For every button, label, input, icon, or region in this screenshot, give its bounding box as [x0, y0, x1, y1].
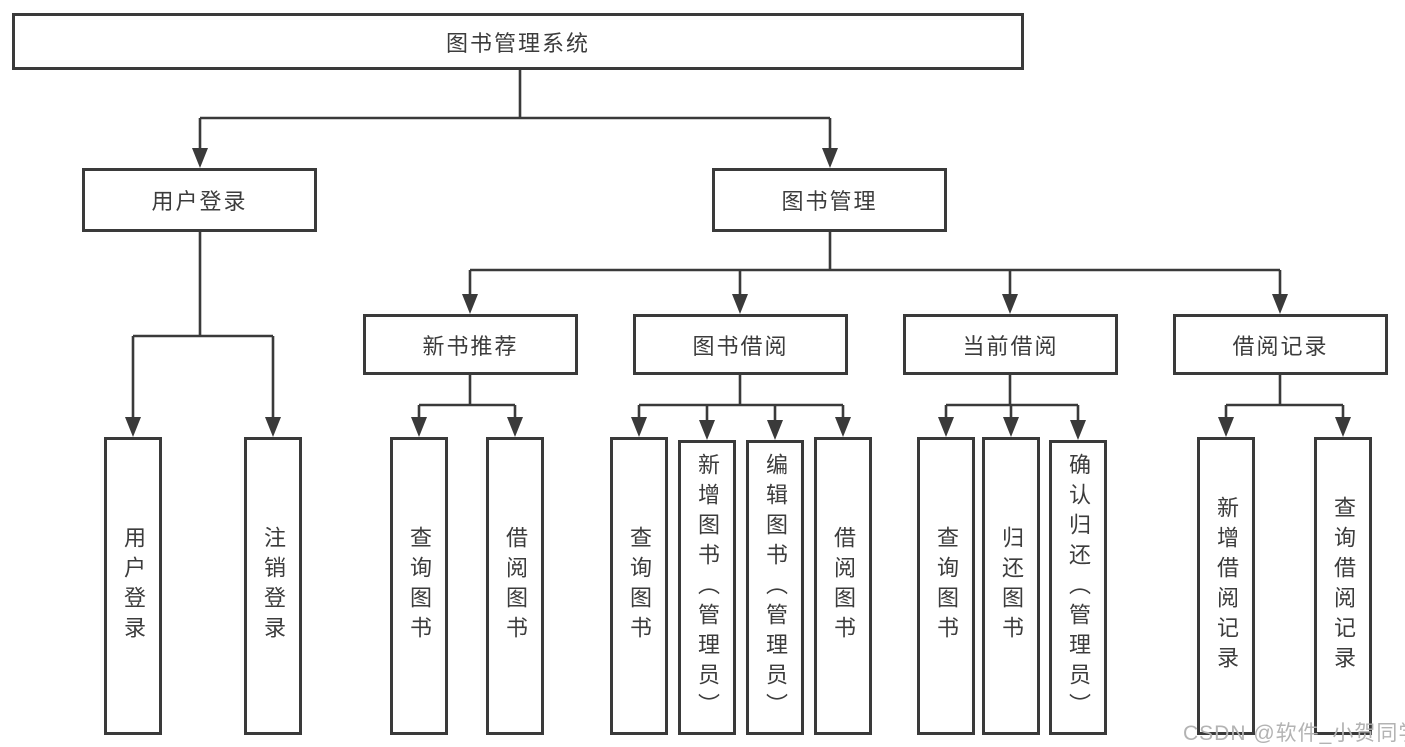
node-new-books-label: 新书推荐 — [422, 333, 519, 359]
arrow-down-icon — [1002, 294, 1018, 314]
leaf-borrow-book: 借阅图书 — [814, 437, 872, 735]
arrow-down-icon — [699, 420, 715, 440]
connector-new-books-children — [411, 375, 523, 437]
node-user-login-label: 用户登录 — [151, 189, 248, 214]
arrow-down-icon — [192, 148, 208, 168]
arrow-down-icon — [462, 294, 478, 314]
connector-user-login-children — [125, 232, 281, 437]
watermark: CSDN @软件_小贺同学 — [1183, 722, 1405, 745]
leaf-new-books-query-label: 查询图书 — [407, 526, 432, 646]
leaf-current-query-label: 查询图书 — [934, 526, 959, 646]
leaf-borrow-edit-book-label: 编辑图书（管理员） — [763, 452, 788, 723]
node-new-books: 新书推荐 — [363, 314, 578, 375]
node-book-mgmt: 图书管理 — [712, 168, 947, 232]
node-borrow-records: 借阅记录 — [1173, 314, 1388, 375]
leaf-borrow-query-label: 查询图书 — [627, 526, 652, 646]
arrow-down-icon — [822, 148, 838, 168]
arrow-down-icon — [265, 417, 281, 437]
node-book-mgmt-label: 图书管理 — [781, 189, 878, 214]
connector-current-borrow-children — [938, 375, 1086, 440]
node-current-borrow: 当前借阅 — [903, 314, 1118, 375]
leaf-confirm-return-label: 确认归还（管理员） — [1066, 452, 1091, 723]
arrow-down-icon — [938, 417, 954, 437]
arrow-down-icon — [1272, 294, 1288, 314]
arrow-down-icon — [411, 417, 427, 437]
arrow-down-icon — [507, 417, 523, 437]
arrow-down-icon — [1335, 417, 1351, 437]
connector-book-mgmt-children — [462, 232, 1288, 314]
arrow-down-icon — [1070, 420, 1086, 440]
leaf-user-login: 用户登录 — [104, 437, 162, 735]
node-user-login: 用户登录 — [82, 168, 317, 232]
connector-book-borrow-children — [631, 375, 851, 440]
leaf-borrow-edit-book: 编辑图书（管理员） — [746, 440, 804, 735]
leaf-new-books-borrow-label: 借阅图书 — [503, 526, 528, 646]
leaf-borrow-add-book: 新增图书（管理员） — [678, 440, 736, 735]
leaf-query-record-label: 查询借阅记录 — [1331, 496, 1356, 676]
node-borrow-records-label: 借阅记录 — [1232, 333, 1329, 359]
node-root: 图书管理系统 — [12, 13, 1024, 70]
leaf-return-book-label: 归还图书 — [999, 526, 1024, 646]
arrow-down-icon — [631, 417, 647, 437]
leaf-add-record: 新增借阅记录 — [1197, 437, 1255, 735]
leaf-borrow-query: 查询图书 — [610, 437, 668, 735]
leaf-logout: 注销登录 — [244, 437, 302, 735]
arrow-down-icon — [1003, 417, 1019, 437]
leaf-logout-label: 注销登录 — [261, 526, 286, 646]
node-root-label: 图书管理系统 — [445, 30, 590, 56]
node-book-borrow: 图书借阅 — [633, 314, 848, 375]
leaf-new-books-query: 查询图书 — [390, 437, 448, 735]
leaf-borrow-add-book-label: 新增图书（管理员） — [695, 452, 720, 723]
node-current-borrow-label: 当前借阅 — [962, 333, 1059, 359]
leaf-user-login-label: 用户登录 — [121, 526, 146, 646]
arrow-down-icon — [125, 417, 141, 437]
arrow-down-icon — [835, 417, 851, 437]
arrow-down-icon — [1218, 417, 1234, 437]
leaf-current-query: 查询图书 — [917, 437, 975, 735]
arrow-down-icon — [767, 420, 783, 440]
leaf-new-books-borrow: 借阅图书 — [486, 437, 544, 735]
connector-borrow-records-children — [1218, 375, 1351, 437]
leaf-query-record: 查询借阅记录 — [1314, 437, 1372, 735]
leaf-confirm-return: 确认归还（管理员） — [1049, 440, 1107, 735]
arrow-down-icon — [732, 294, 748, 314]
node-book-borrow-label: 图书借阅 — [692, 333, 789, 359]
leaf-borrow-book-label: 借阅图书 — [831, 526, 856, 646]
leaf-add-record-label: 新增借阅记录 — [1214, 496, 1239, 676]
connector-root-to-level1 — [192, 70, 838, 168]
leaf-return-book: 归还图书 — [982, 437, 1040, 735]
